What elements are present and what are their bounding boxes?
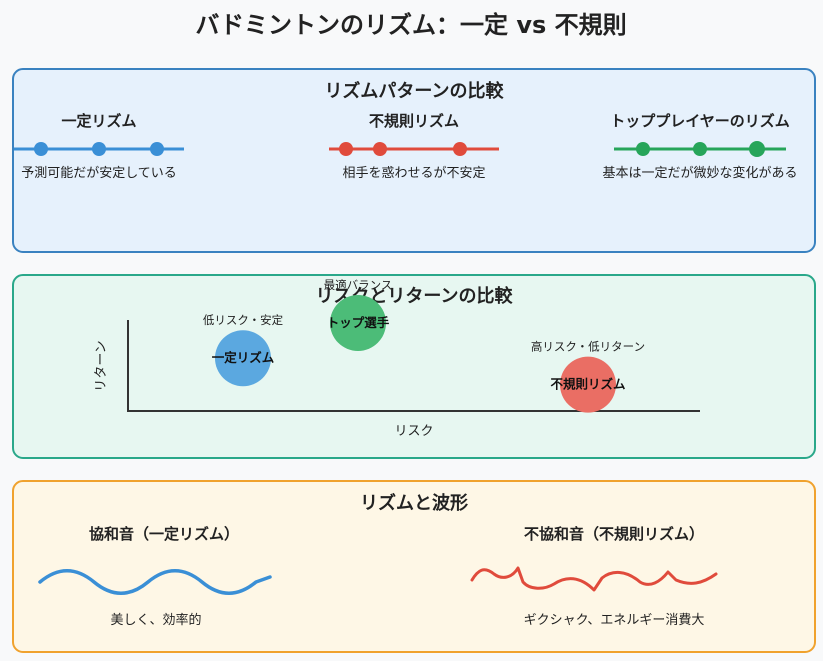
waveform-panel-bg: [12, 480, 816, 653]
bubble-irregular: [560, 356, 616, 413]
risk-return-panel: リスクとリターンの比較 リターン リスク 一定リズム低リスク・安定トップ選手最適…: [12, 274, 816, 459]
bubble-irregular-note: 高リスク・低リターン: [531, 340, 645, 354]
pattern-top-player-beat: [693, 142, 707, 156]
pattern-steady-beat: [92, 142, 106, 156]
dissonance-label: 不協和音（不規則リズム）: [524, 525, 704, 543]
waveform-panel: リズムと波形 協和音（一定リズム） 美しく、効率的 不協和音（不規則リズム） ギ…: [12, 480, 816, 653]
pattern-top-player: トッププレイヤーのリズム 基本は一定だが微妙な変化がある: [602, 112, 797, 181]
rhythm-pattern-panel-bg: [12, 68, 816, 253]
rhythm-pattern-title: リズムパターンの比較: [324, 80, 504, 102]
consonance-desc: 美しく、効率的: [110, 612, 201, 628]
bubble-top-player-label: トップ選手: [327, 315, 390, 330]
pattern-irregular-beat: [339, 142, 353, 156]
pattern-steady: 一定リズム 予測可能だが安定している: [14, 112, 184, 181]
dissonance-desc: ギクシャク、エネルギー消費大: [524, 613, 705, 628]
rhythm-pattern-panel: リズムパターンの比較 一定リズム 予測可能だが安定している 不規則リズム 相手を…: [12, 68, 816, 253]
risk-axis-label: リスク: [394, 424, 433, 439]
pattern-steady-label: 一定リズム: [61, 112, 136, 130]
bubble-irregular-label: 不規則リズム: [550, 377, 626, 392]
pattern-steady-beat: [150, 142, 164, 156]
risk-return-panel-bg: [12, 274, 816, 459]
page-title: バドミントンのリズム：一定 vs 不規則: [195, 11, 626, 39]
consonance-label: 協和音（一定リズム）: [89, 525, 239, 543]
bubble-steady-label: 一定リズム: [212, 350, 275, 365]
bubble-steady-note: 低リスク・安定: [203, 313, 284, 327]
pattern-irregular-label: 不規則リズム: [369, 112, 459, 130]
pattern-steady-beat: [34, 142, 48, 156]
waveform-title: リズムと波形: [360, 492, 468, 514]
bubble-top-player-note: 最適バランス: [324, 278, 393, 292]
pattern-irregular-beat: [453, 142, 467, 156]
pattern-top-player-desc: 基本は一定だが微妙な変化がある: [602, 165, 797, 181]
bubble-steady: [215, 330, 271, 387]
pattern-steady-desc: 予測可能だが安定している: [21, 166, 177, 181]
bubble-top-player: [330, 295, 386, 351]
consonance-wave: [38, 569, 272, 595]
pattern-top-player-label: トッププレイヤーのリズム: [610, 112, 790, 130]
pattern-irregular-desc: 相手を惑わせるが不安定: [342, 165, 485, 181]
pattern-top-player-beat: [749, 141, 765, 157]
pattern-top-player-beat: [636, 142, 650, 156]
return-axis-label: リターン: [94, 340, 109, 391]
dissonance-wave: [470, 566, 718, 592]
pattern-irregular-beat: [373, 142, 387, 156]
pattern-irregular: 不規則リズム 相手を惑わせるが不安定: [329, 112, 499, 181]
